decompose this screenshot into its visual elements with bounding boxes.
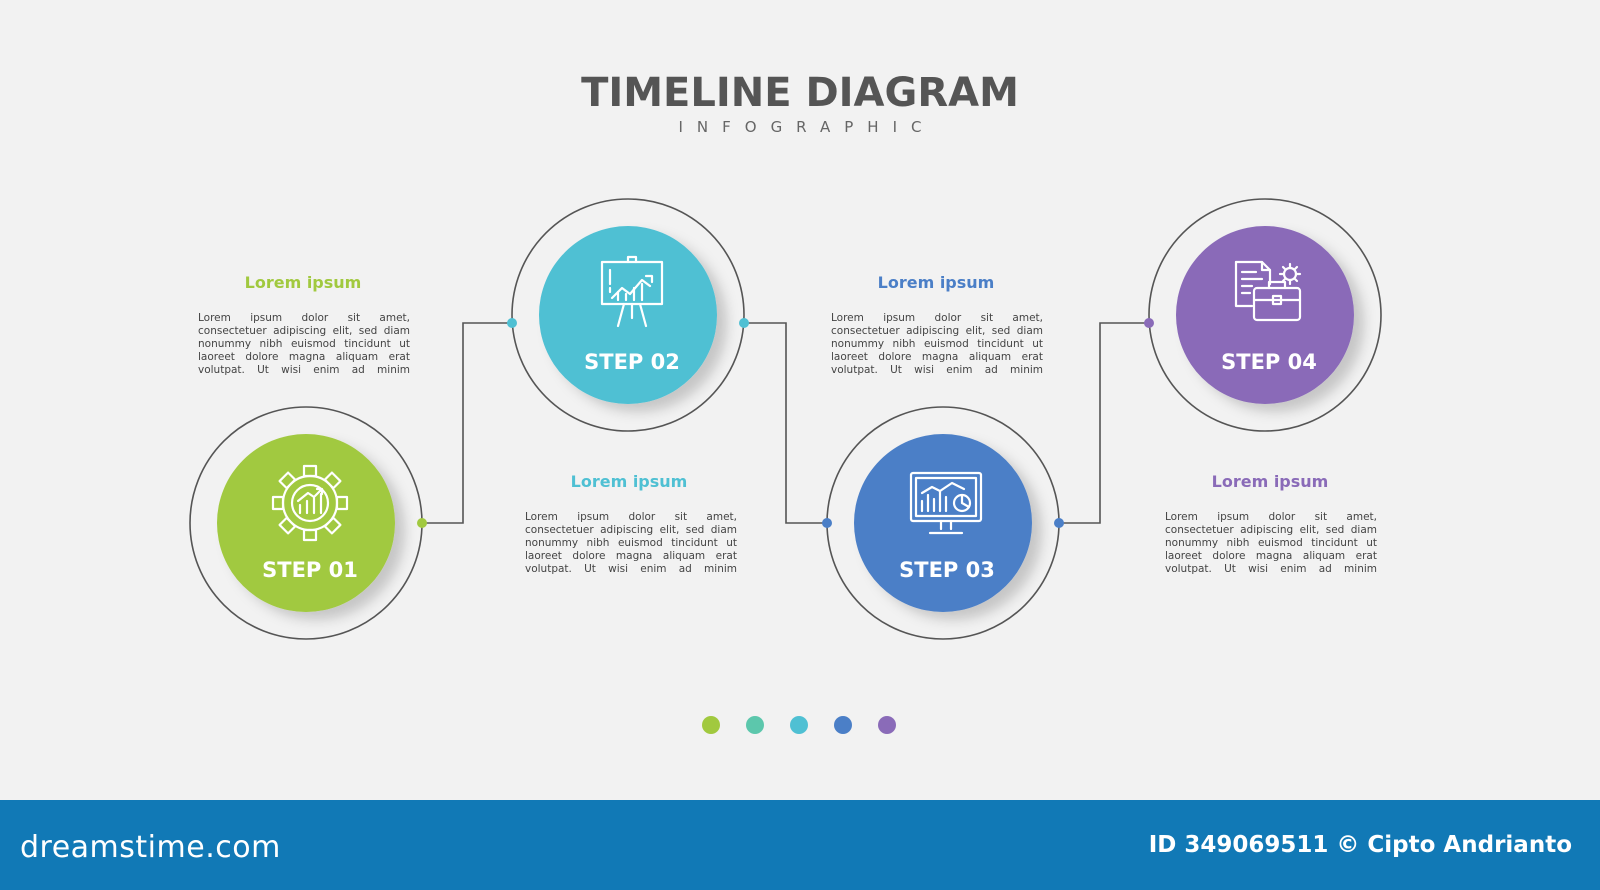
- step-2-connector-dot-left: [507, 318, 517, 328]
- step-4-label: STEP 04: [1221, 350, 1317, 374]
- step-2-ring: [511, 198, 745, 432]
- step-1-description: Lorem ipsum dolor sit amet, consectetuer…: [198, 312, 410, 376]
- timeline-diagram: [189, 198, 1382, 640]
- palette-dot: [790, 716, 808, 734]
- step-4-circle: [1176, 226, 1354, 404]
- palette-dot: [746, 716, 764, 734]
- step-1-heading: Lorem ipsum: [244, 273, 362, 292]
- step-2-heading: Lorem ipsum: [570, 472, 688, 491]
- step-3-connector-dot-right: [1054, 518, 1064, 528]
- briefcase-documents-icon: [1234, 260, 1302, 322]
- palette-dot: [834, 716, 852, 734]
- step-1-circle: [217, 434, 395, 612]
- step-1-label: STEP 01: [262, 558, 358, 582]
- image-credit: ID 349069511 © Cipto Andrianto: [1148, 832, 1572, 858]
- step-4-ring: [1148, 198, 1382, 432]
- monitor-analytics-icon: [909, 471, 983, 535]
- step-4-connector-dot: [1144, 318, 1154, 328]
- connector-2-3: [744, 322, 827, 524]
- palette-dot: [878, 716, 896, 734]
- step-2-label: STEP 02: [584, 350, 680, 374]
- step-2-connector-dot-right: [739, 318, 749, 328]
- step-3-heading: Lorem ipsum: [877, 273, 995, 292]
- step-3-description: Lorem ipsum dolor sit amet, consectetuer…: [831, 312, 1043, 376]
- step-3-circle: [854, 434, 1032, 612]
- step-3-label: STEP 03: [899, 558, 995, 582]
- step-4-heading: Lorem ipsum: [1211, 472, 1329, 491]
- color-palette-dots: [702, 716, 896, 734]
- step-3-connector-dot-left: [822, 518, 832, 528]
- brand-logo: dreamstime.com: [20, 830, 281, 865]
- presentation-board-icon: [600, 255, 664, 328]
- connector-3-4: [1059, 322, 1149, 524]
- footer-banner: dreamstime.com ID 349069511 © Cipto Andr…: [0, 800, 1600, 890]
- palette-dot: [702, 716, 720, 734]
- page-title: TIMELINE DIAGRAM: [581, 70, 1019, 116]
- gear-growth-icon: [271, 464, 349, 542]
- step-4-description: Lorem ipsum dolor sit amet, consectetuer…: [1165, 511, 1377, 575]
- step-1-connector-dot: [417, 518, 427, 528]
- page-subtitle: INFOGRAPHIC: [678, 118, 936, 136]
- step-2-description: Lorem ipsum dolor sit amet, consectetuer…: [525, 511, 737, 575]
- connector-1-2: [422, 322, 512, 524]
- step-2-circle: [539, 226, 717, 404]
